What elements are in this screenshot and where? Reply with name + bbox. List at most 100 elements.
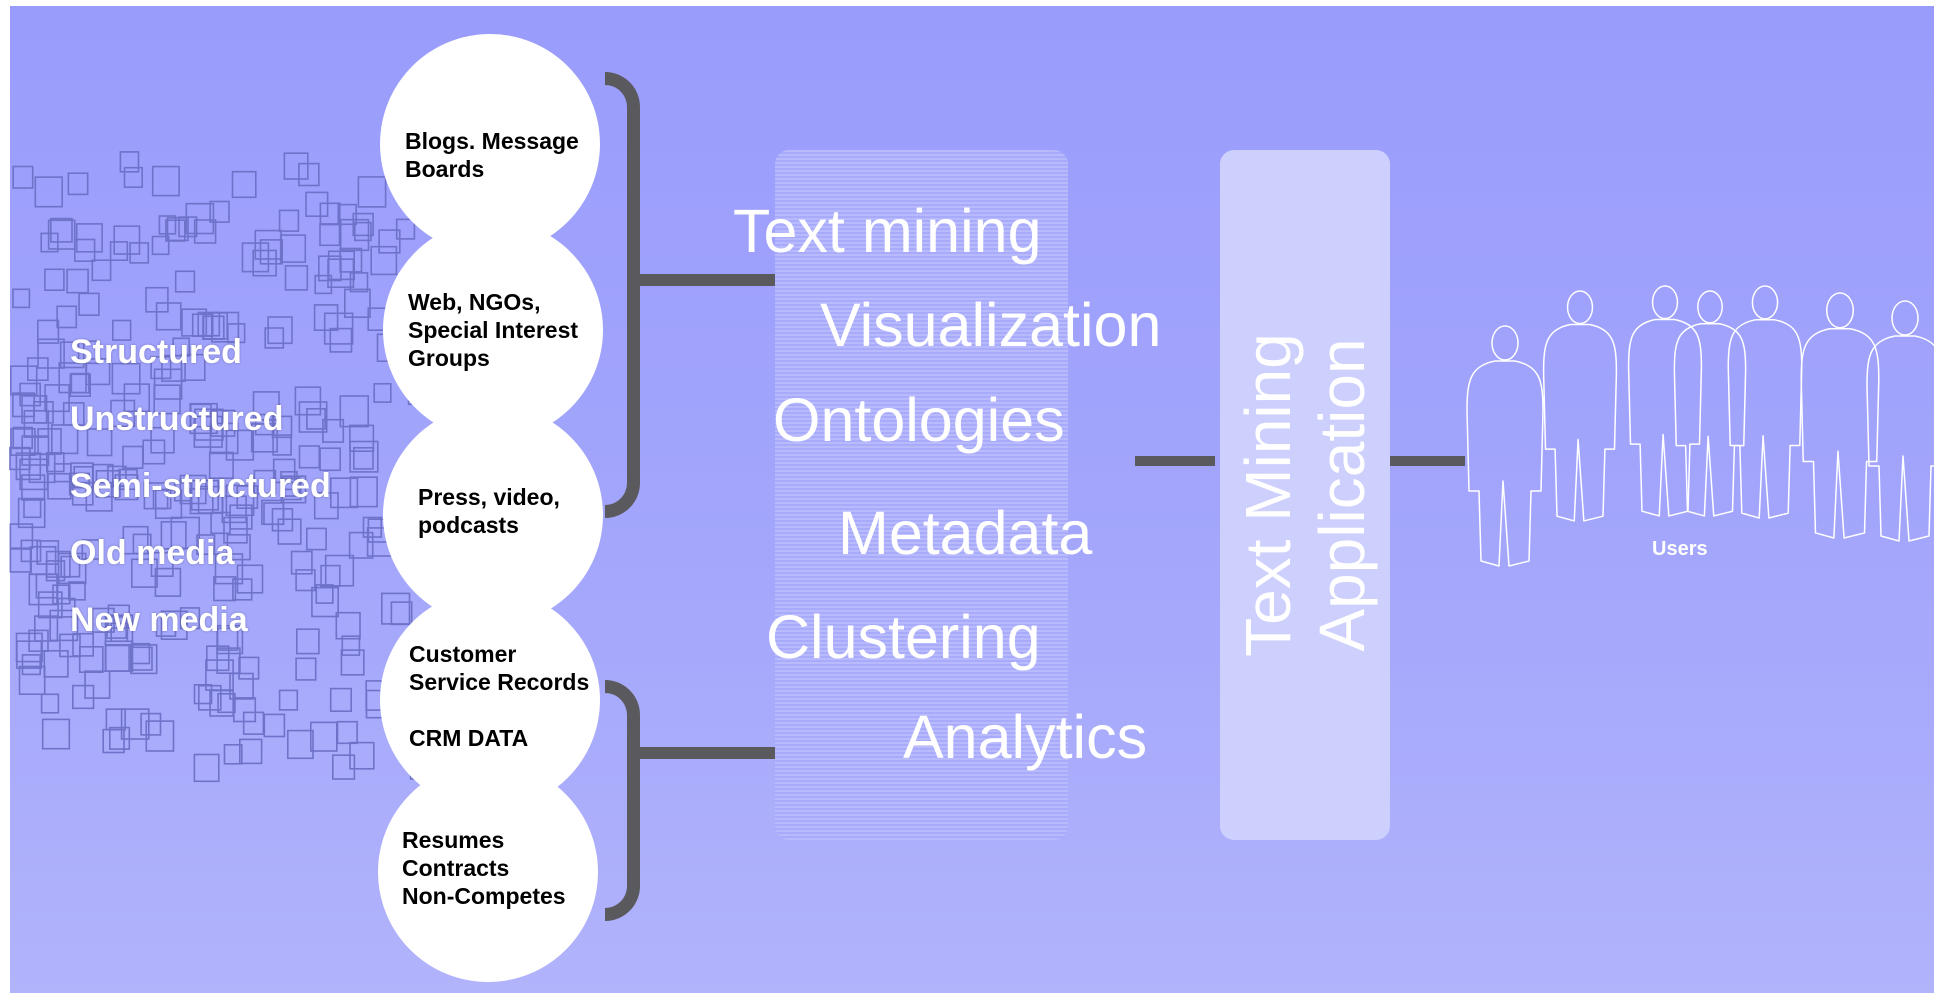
document-square xyxy=(9,523,34,549)
document-square xyxy=(267,316,293,345)
document-square xyxy=(123,383,151,413)
document-square xyxy=(279,234,307,263)
document-square xyxy=(209,422,239,455)
document-square xyxy=(28,629,49,653)
document-square xyxy=(263,502,285,526)
person-body xyxy=(1627,318,1703,517)
document-square xyxy=(343,288,371,318)
source-label-web: Web, NGOs, Special Interest Groups xyxy=(408,288,578,372)
document-square xyxy=(151,165,180,197)
document-square xyxy=(18,665,46,696)
document-square xyxy=(174,270,196,293)
document-square xyxy=(223,516,248,544)
document-square xyxy=(194,408,224,441)
person-head xyxy=(1491,325,1519,361)
document-square xyxy=(40,693,60,714)
document-square xyxy=(277,518,302,545)
document-square xyxy=(322,418,345,443)
document-square xyxy=(283,152,309,180)
document-square xyxy=(120,708,150,740)
document-square xyxy=(352,446,374,470)
source-line: CRM DATA xyxy=(409,725,529,751)
source-line: Web, NGOs, xyxy=(408,289,541,315)
document-square xyxy=(105,644,130,672)
document-square xyxy=(214,553,244,585)
document-square xyxy=(40,232,59,253)
person-head xyxy=(1751,285,1779,320)
document-square xyxy=(15,632,43,663)
document-square xyxy=(339,247,363,273)
document-square xyxy=(12,288,31,309)
document-square xyxy=(105,708,126,731)
document-square xyxy=(23,409,50,438)
source-line: Special Interest xyxy=(408,317,579,343)
document-square xyxy=(153,384,181,415)
document-square xyxy=(33,615,59,642)
document-square xyxy=(209,200,230,223)
document-square xyxy=(118,468,138,491)
document-square xyxy=(49,217,73,243)
lower-sources-connector xyxy=(632,747,775,759)
document-square xyxy=(74,238,96,263)
source-line: Contracts xyxy=(402,855,510,881)
document-square xyxy=(193,753,220,783)
data-type-unstructured: Unstructured xyxy=(70,400,284,438)
source-line: Press, video, xyxy=(418,484,560,510)
document-square xyxy=(68,581,86,601)
document-square xyxy=(225,429,255,461)
document-square xyxy=(323,312,354,345)
document-square xyxy=(216,627,239,651)
document-square xyxy=(225,484,255,517)
document-square xyxy=(72,684,95,710)
document-square xyxy=(140,712,162,736)
document-square xyxy=(373,382,392,403)
document-square xyxy=(335,611,361,640)
document-square xyxy=(231,170,257,199)
document-square xyxy=(91,463,114,488)
document-square xyxy=(160,610,188,640)
document-square xyxy=(109,241,129,261)
document-square xyxy=(56,305,78,329)
document-square xyxy=(49,609,79,642)
document-square xyxy=(57,552,87,585)
data-type-semi-structured: Semi-structured xyxy=(70,467,331,505)
document-square xyxy=(84,670,111,699)
document-square xyxy=(150,551,174,578)
document-square xyxy=(370,245,398,276)
document-square xyxy=(86,428,113,457)
document-square xyxy=(313,492,339,520)
document-square xyxy=(232,578,253,601)
document-square xyxy=(62,402,85,426)
document-square xyxy=(315,584,334,604)
processing-panel xyxy=(775,150,1068,840)
document-square xyxy=(286,729,314,760)
document-square xyxy=(309,721,338,752)
document-square xyxy=(145,286,169,313)
source-label-customer-service: Customer Service Records CRM DATA xyxy=(409,640,589,752)
document-square xyxy=(19,458,49,491)
document-square xyxy=(179,607,201,630)
document-square xyxy=(223,743,243,765)
source-label-blogs: Blogs. Message Boards xyxy=(405,127,579,183)
document-square xyxy=(208,451,234,479)
document-square xyxy=(264,327,285,349)
source-line: podcasts xyxy=(418,512,519,538)
document-square xyxy=(28,453,56,484)
source-line: Groups xyxy=(408,345,490,371)
document-square xyxy=(298,401,328,433)
source-label-resumes: Resumes Contracts Non-Competes xyxy=(402,826,566,910)
document-square xyxy=(298,445,321,469)
document-square xyxy=(278,209,300,232)
document-square xyxy=(294,386,322,416)
document-square xyxy=(75,223,103,253)
document-square xyxy=(229,504,253,530)
document-square xyxy=(193,683,213,705)
document-square xyxy=(202,312,229,340)
document-square xyxy=(327,258,355,289)
person-head xyxy=(1651,285,1679,320)
document-square xyxy=(78,645,104,673)
document-square xyxy=(339,395,369,428)
document-square xyxy=(319,447,342,472)
person-head xyxy=(1891,300,1919,336)
